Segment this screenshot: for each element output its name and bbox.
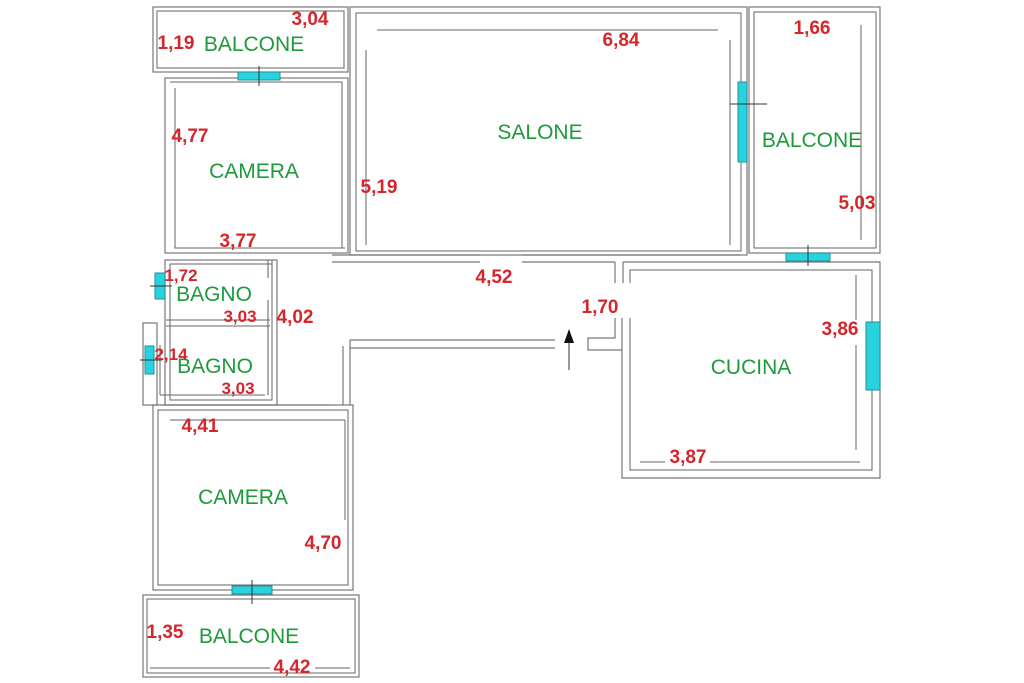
dimensions: 3,04 1,19 4,77 3,77 6,84 5,19 1,66 5,03 …	[147, 9, 876, 678]
dimension-balcone-bottom-width: 4,42	[274, 657, 311, 678]
dimension-bagno-1-width: 1,72	[164, 266, 197, 285]
dimension-corridoio-width: 4,02	[277, 307, 314, 328]
arrow-up-icon	[564, 329, 574, 370]
room-label-balcone-bottom: BALCONE	[199, 625, 299, 648]
wall-cucina	[621, 261, 881, 479]
room-label-bagno-2: BAGNO	[177, 355, 253, 378]
dimension-salone-width: 6,84	[603, 30, 640, 51]
room-label-camera-bottom: CAMERA	[198, 486, 288, 509]
dimension-bagno-1-length: 3,03	[223, 307, 256, 326]
dimension-camera-top-height: 4,77	[172, 126, 209, 147]
window-salone	[730, 81, 767, 163]
window-camera-bottom	[231, 580, 273, 604]
dimension-bagno-2-length: 3,03	[221, 379, 254, 398]
window-cucina	[865, 321, 881, 391]
room-label-bagno-1: BAGNO	[176, 283, 252, 306]
window-bagno-1	[150, 272, 172, 300]
dimension-balcone-right-width: 1,66	[794, 18, 831, 39]
room-label-camera-top: CAMERA	[209, 160, 299, 183]
dimension-corridoio-entrance: 1,70	[582, 297, 619, 318]
dimension-salone-height: 5,19	[361, 177, 398, 198]
window-camera-top	[237, 66, 281, 86]
room-label-cucina: CUCINA	[711, 356, 792, 379]
room-label-balcone-right: BALCONE	[762, 129, 862, 152]
dimension-balcone-right-depth: 5,03	[839, 193, 876, 214]
walls	[142, 6, 881, 678]
dimension-balcone-top-left-width: 3,04	[292, 9, 329, 30]
wall-balcone-bottom	[142, 594, 360, 678]
wall-corridoio	[332, 254, 740, 405]
window-balcone-right	[785, 245, 831, 266]
dimension-bagno-2-width: 2,14	[154, 345, 188, 364]
dimension-cucina-width: 3,87	[670, 447, 707, 468]
room-labels: BALCONE CAMERA SALONE BALCONE BAGNO BAGN…	[176, 33, 862, 648]
dimension-balcone-bottom-depth: 1,35	[147, 622, 184, 643]
dimension-camera-bottom-height: 4,70	[305, 533, 342, 554]
dimension-balcone-top-left-depth: 1,19	[158, 33, 195, 54]
dimension-corridoio-length: 4,52	[476, 267, 513, 288]
windows	[140, 66, 881, 604]
dimension-camera-top-width: 3,77	[220, 231, 257, 252]
room-label-salone: SALONE	[497, 121, 582, 144]
room-label-balcone-top-left: BALCONE	[204, 33, 304, 56]
dimension-cucina-height: 3,86	[822, 319, 859, 340]
window-bagno-2	[140, 345, 162, 375]
dimension-camera-bottom-width: 4,41	[182, 416, 219, 437]
